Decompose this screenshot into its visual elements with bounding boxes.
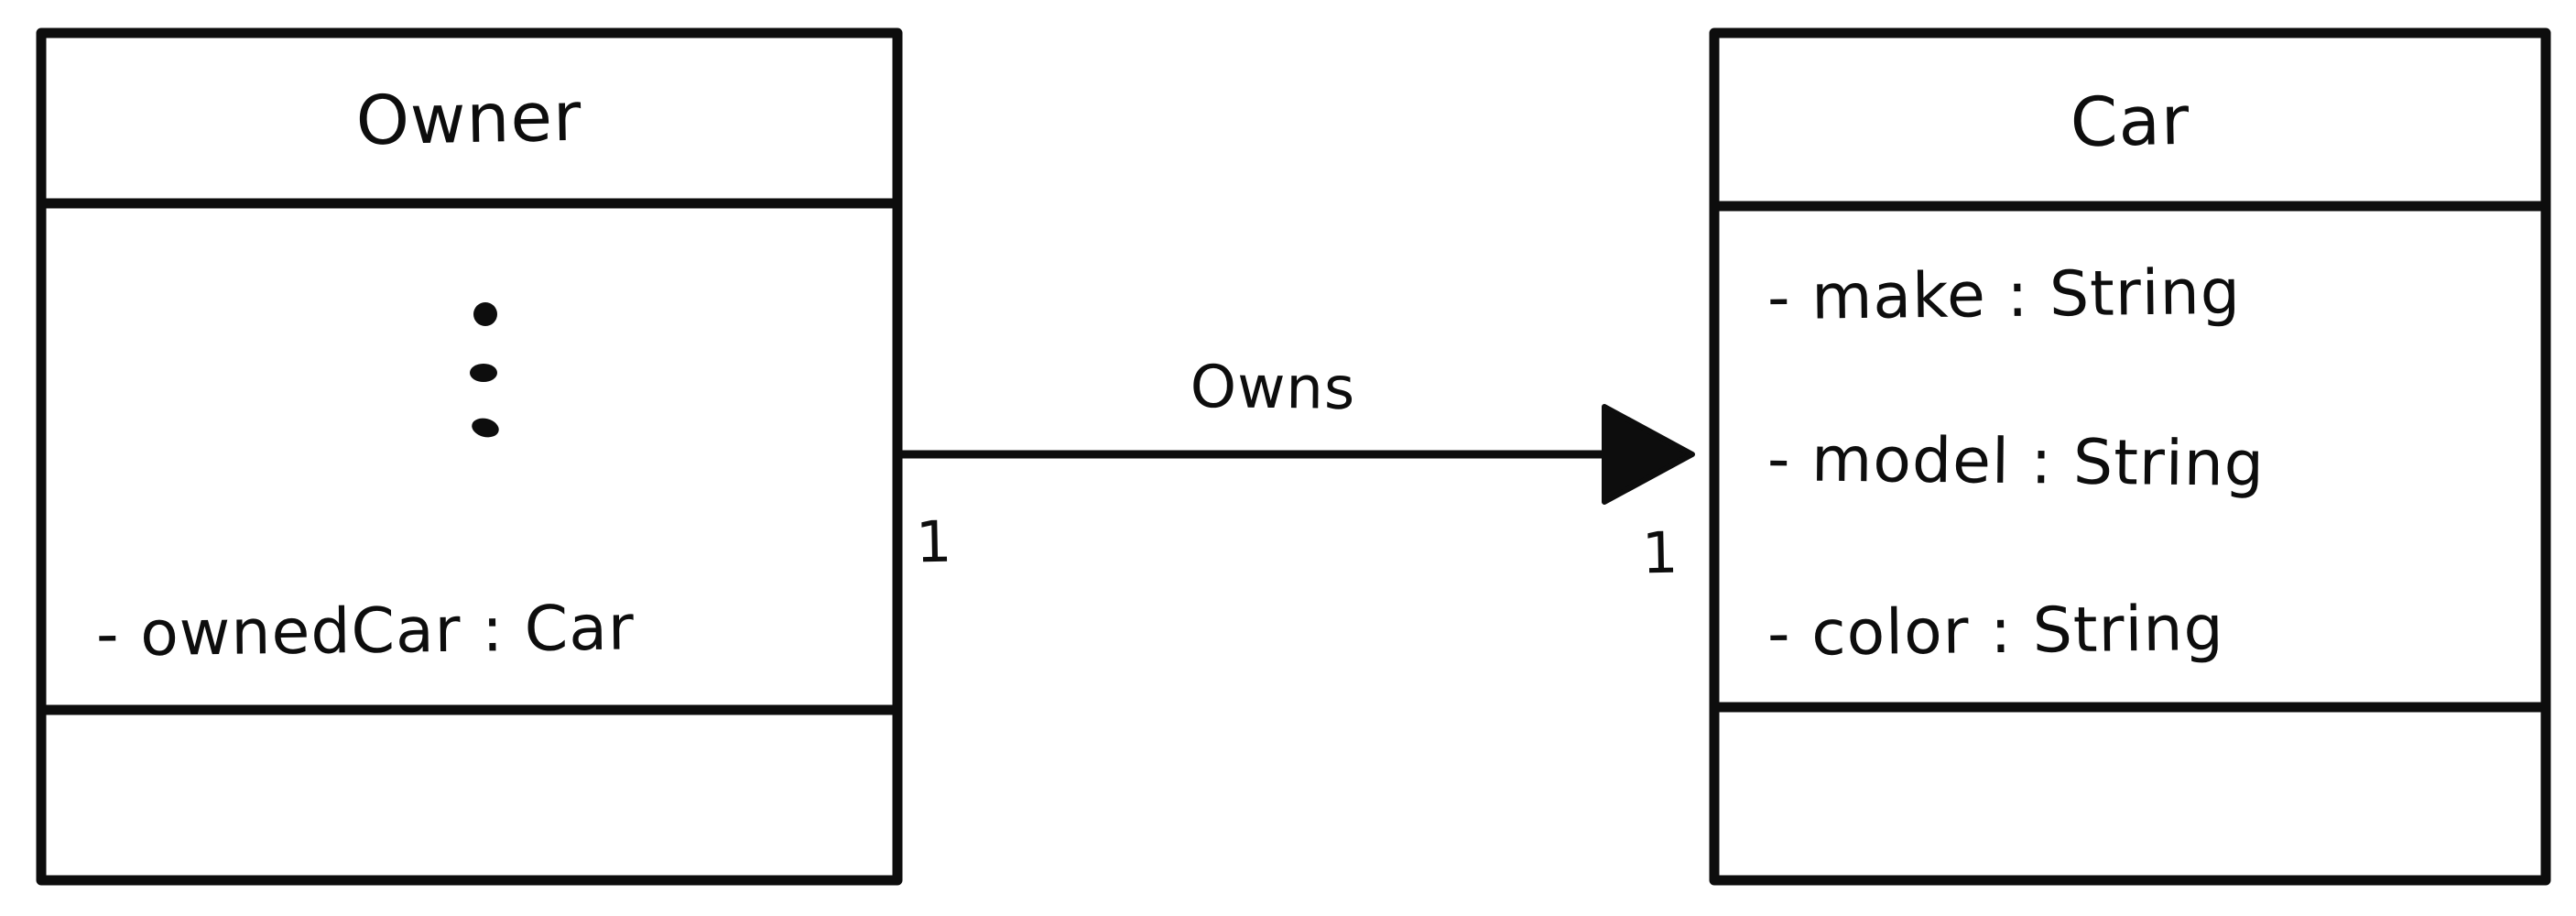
owner-class-name: Owner — [355, 78, 582, 161]
class-box-owner[interactable]: Owner - ownedCar : Car — [36, 27, 903, 886]
owner-ellipsis-icon — [470, 302, 499, 438]
car-class-name: Car — [2070, 82, 2190, 162]
association-label: Owns — [1190, 354, 1355, 423]
car-attribute-row: - color : String — [1767, 593, 2225, 671]
source-multiplicity: 1 — [915, 508, 953, 576]
association-arrowhead-icon — [1602, 404, 1695, 505]
owner-box-outline — [36, 27, 903, 886]
car-box-outline — [1709, 27, 2551, 886]
car-attribute-row: - model : String — [1767, 423, 2266, 501]
association-owns[interactable]: Owns 1 1 — [897, 354, 1695, 587]
target-multiplicity: 1 — [1641, 519, 1679, 587]
car-attribute-row: - make : String — [1767, 256, 2242, 334]
owner-attribute-row: - ownedCar : Car — [96, 592, 636, 671]
class-box-car[interactable]: Car - make : String - model : String - c… — [1709, 27, 2551, 886]
